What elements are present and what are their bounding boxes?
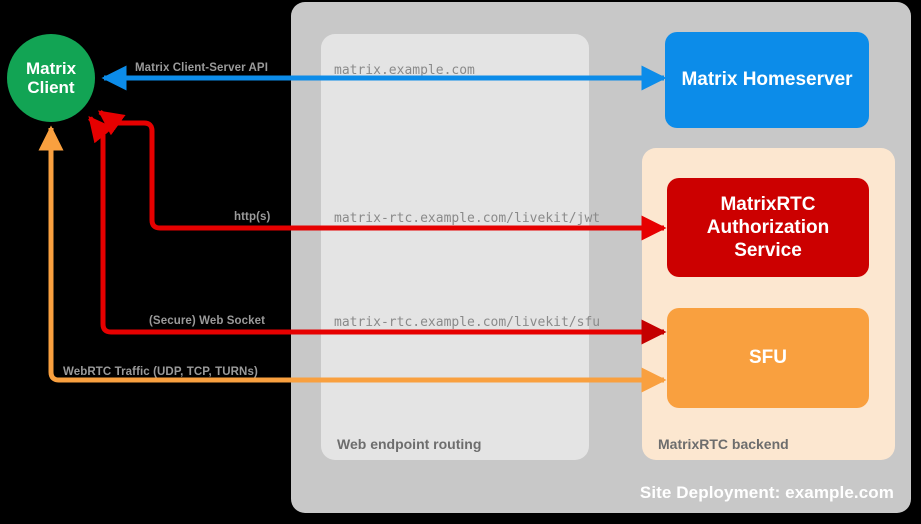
- connection-label-secure-web-socket: (Secure) Web Socket: [149, 315, 266, 327]
- matrix-client-node[interactable]: Matrix Client: [7, 34, 95, 122]
- site-deployment-label: Site Deployment: example.com: [639, 483, 894, 502]
- endpoint-livekit-jwt: matrix-rtc.example.com/livekit/jwt: [334, 211, 601, 226]
- matrix-homeserver-node[interactable]: Matrix Homeserver: [665, 32, 869, 128]
- sfu-node[interactable]: SFU: [667, 308, 869, 408]
- matrix-homeserver-label: Matrix Homeserver: [681, 69, 853, 90]
- matrix-client-label-line2: Client: [27, 78, 75, 97]
- matrix-client-label-line1: Matrix: [25, 58, 77, 78]
- connector-secure-web-socket: [88, 116, 667, 345]
- connector-webrtc-traffic: [38, 125, 667, 393]
- connection-label-webrtc-traffic: WebRTC Traffic (UDP, TCP, TURNs): [63, 366, 258, 378]
- connection-label-matrix-client-server-api: Matrix Client-Server API: [135, 62, 268, 74]
- endpoint-livekit-sfu: matrix-rtc.example.com/livekit/sfu: [334, 315, 601, 330]
- connector-http-s: [97, 109, 667, 241]
- sfu-label: SFU: [749, 347, 787, 368]
- endpoint-matrix-example-com: matrix.example.com: [334, 63, 475, 78]
- auth-service-label-line1: MatrixRTC: [720, 193, 816, 215]
- web-endpoint-routing-label: Web endpoint routing: [337, 436, 482, 452]
- matrixrtc-backend-label: MatrixRTC backend: [658, 436, 789, 452]
- matrixrtc-authorization-service-node[interactable]: MatrixRTC Authorization Service: [667, 178, 869, 277]
- web-endpoint-routing-panel: Web endpoint routing: [321, 34, 589, 460]
- auth-service-label-line3: Service: [734, 240, 802, 262]
- connection-label-http-s: http(s): [234, 211, 271, 223]
- auth-service-label-line2: Authorization: [706, 216, 830, 238]
